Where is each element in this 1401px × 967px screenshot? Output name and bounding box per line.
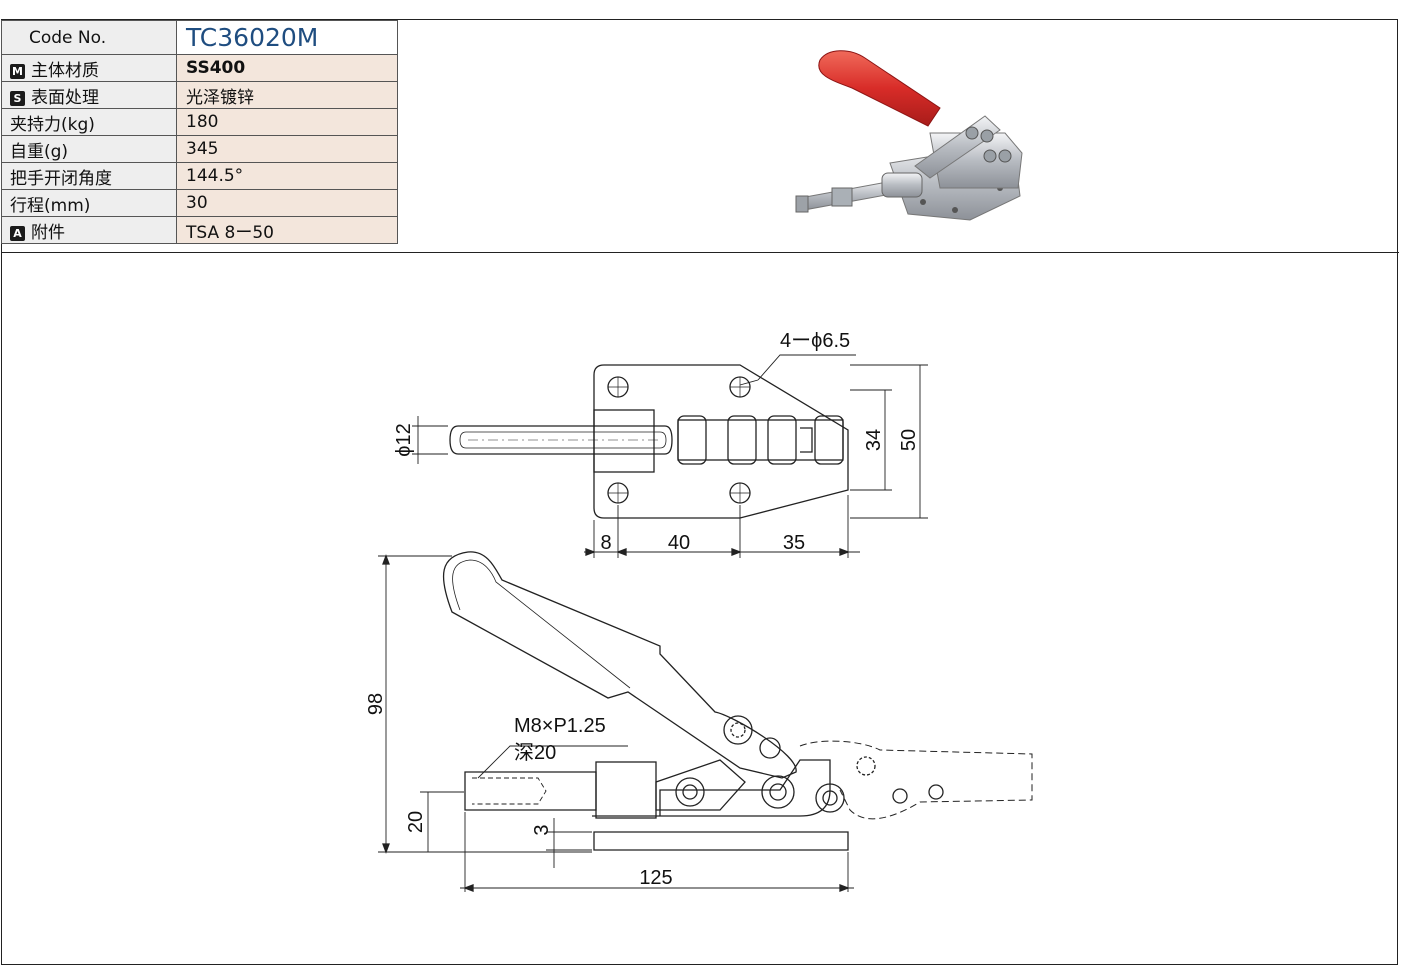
dim-125-label: 125	[639, 867, 672, 889]
spec-value-surface: 光泽镀锌	[176, 81, 398, 109]
rod-diameter-label: ϕ12	[393, 423, 415, 456]
spec-value-material: SS400	[176, 54, 398, 82]
spec-value-handle-angle: 144.5°	[176, 162, 398, 190]
spec-value-accessory: TSA 8ー50	[176, 216, 398, 244]
dim-8-label: 8	[600, 532, 611, 554]
side-base-plate	[593, 831, 849, 851]
material-badge-icon: M	[10, 63, 25, 79]
dim-98-label: 98	[365, 693, 387, 715]
dim-20-label: 20	[405, 811, 427, 833]
side-view	[378, 551, 1033, 892]
spec-label-stroke: 行程(mm)	[1, 189, 177, 217]
thread-spec-label: M8×P1.25	[514, 715, 606, 737]
dim-50-label: 50	[898, 429, 920, 451]
dim-40-label: 40	[668, 532, 690, 554]
spec-value-weight: 345	[176, 135, 398, 163]
dim-34-label: 34	[863, 429, 885, 451]
page-frame	[1, 19, 1398, 965]
spec-label-weight: 自重(g)	[1, 135, 177, 163]
top-view	[412, 354, 928, 558]
spec-label-clamp-force: 夹持力(kg)	[1, 108, 177, 136]
product-photo	[795, 50, 1023, 221]
plunger-rod-outline	[449, 425, 673, 455]
code-label: Code No.	[1, 20, 177, 55]
spec-row-code: Code No. TC36020M	[1, 20, 398, 55]
spec-table: Code No. TC36020M M 主体材质 SS400 S 表面处理 光泽镀锌…	[1, 20, 398, 244]
surface-badge-icon: S	[10, 90, 25, 106]
dim-3-label: 3	[531, 824, 553, 835]
open-handle-dashed	[799, 740, 1033, 820]
spec-row-weight: 自重(g) 345	[1, 135, 398, 163]
spec-label-material: 主体材质	[31, 60, 99, 81]
accessory-badge-icon: A	[10, 225, 25, 241]
technical-drawing: 4ーϕ6.5 ϕ12 34 50 8 40 35 98 M8×P1.25 深20…	[365, 330, 1033, 892]
side-handle	[442, 551, 797, 779]
spec-row-handle-angle: 把手开闭角度 144.5°	[1, 162, 398, 190]
spec-value-clamp-force: 180	[176, 108, 398, 136]
hole-callout: 4ーϕ6.5	[780, 330, 850, 352]
handle-arm-icon	[914, 115, 1001, 179]
spec-row-accessory: A 附件 TSA 8ー50	[1, 216, 398, 244]
base-plate-outline	[593, 364, 849, 519]
section-divider	[1, 252, 1399, 253]
thread-depth-label: 深20	[514, 741, 556, 764]
spec-label-surface: 表面处理	[31, 87, 99, 108]
spec-label-handle-angle: 把手开闭角度	[1, 162, 177, 190]
spec-row-clamp-force: 夹持力(kg) 180	[1, 108, 398, 136]
red-grip-icon	[818, 50, 941, 127]
dim-35-label: 35	[783, 532, 805, 554]
spec-row-material: M 主体材质 SS400	[1, 54, 398, 82]
spec-row-stroke: 行程(mm) 30	[1, 189, 398, 217]
code-value: TC36020M	[176, 20, 398, 55]
spec-value-stroke: 30	[176, 189, 398, 217]
spec-row-surface: S 表面处理 光泽镀锌	[1, 81, 398, 109]
spec-label-accessory: 附件	[31, 222, 65, 243]
